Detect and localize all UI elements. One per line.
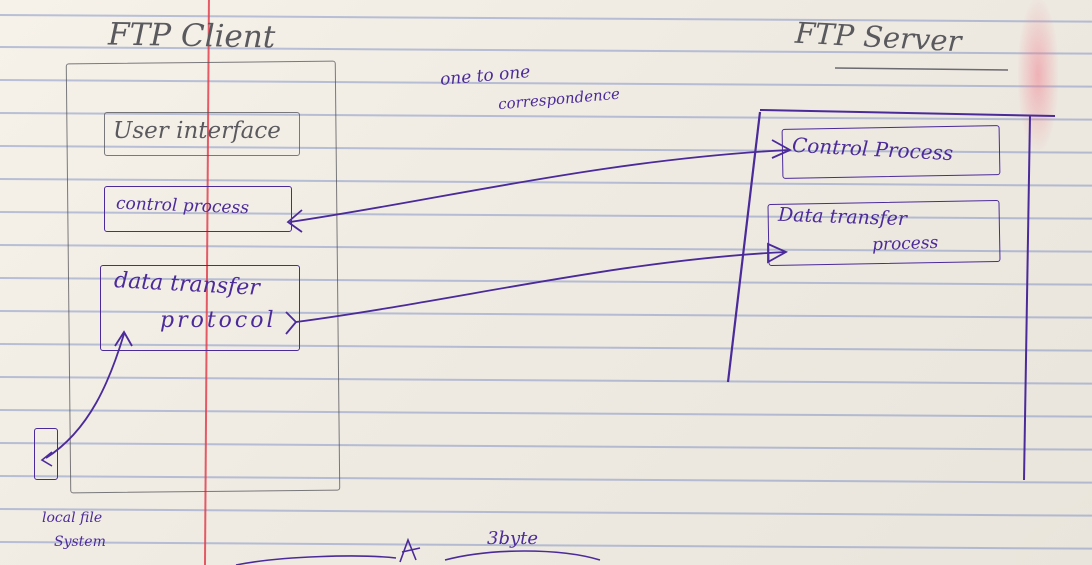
bottom-note: 3byte xyxy=(487,528,539,549)
control-arrowhead-left xyxy=(286,209,303,233)
data-arrowhead-right xyxy=(767,242,789,264)
red-smudge xyxy=(1018,0,1058,150)
local-file-system-label-2: System xyxy=(54,534,106,550)
control-connection-line xyxy=(289,149,789,223)
server-frame-right xyxy=(1023,115,1031,481)
user-interface-label: User interface xyxy=(113,118,281,144)
server-frame-top-pencil xyxy=(834,67,1009,71)
data-transfer-protocol-box xyxy=(100,265,300,351)
client-control-process-box xyxy=(104,186,292,232)
local-file-system-label-1: local file xyxy=(42,510,103,526)
data-transfer-protocol-line2: protocol xyxy=(160,308,277,333)
control-arrowhead-right xyxy=(771,139,793,159)
local-file-arrowhead-up xyxy=(114,330,133,347)
local-file-system-box xyxy=(34,428,58,480)
server-frame-top xyxy=(759,109,1056,117)
server-frame-left xyxy=(726,111,762,383)
bottom-curve xyxy=(444,550,601,561)
local-file-arrowhead-left xyxy=(40,451,53,467)
data-connection-line xyxy=(295,251,787,323)
local-file-connection-line xyxy=(45,333,125,459)
bottom-scribble xyxy=(235,555,397,565)
user-interface-box xyxy=(104,112,300,156)
bottom-crossed-mark xyxy=(399,537,421,563)
data-arrowhead-left xyxy=(285,311,298,335)
